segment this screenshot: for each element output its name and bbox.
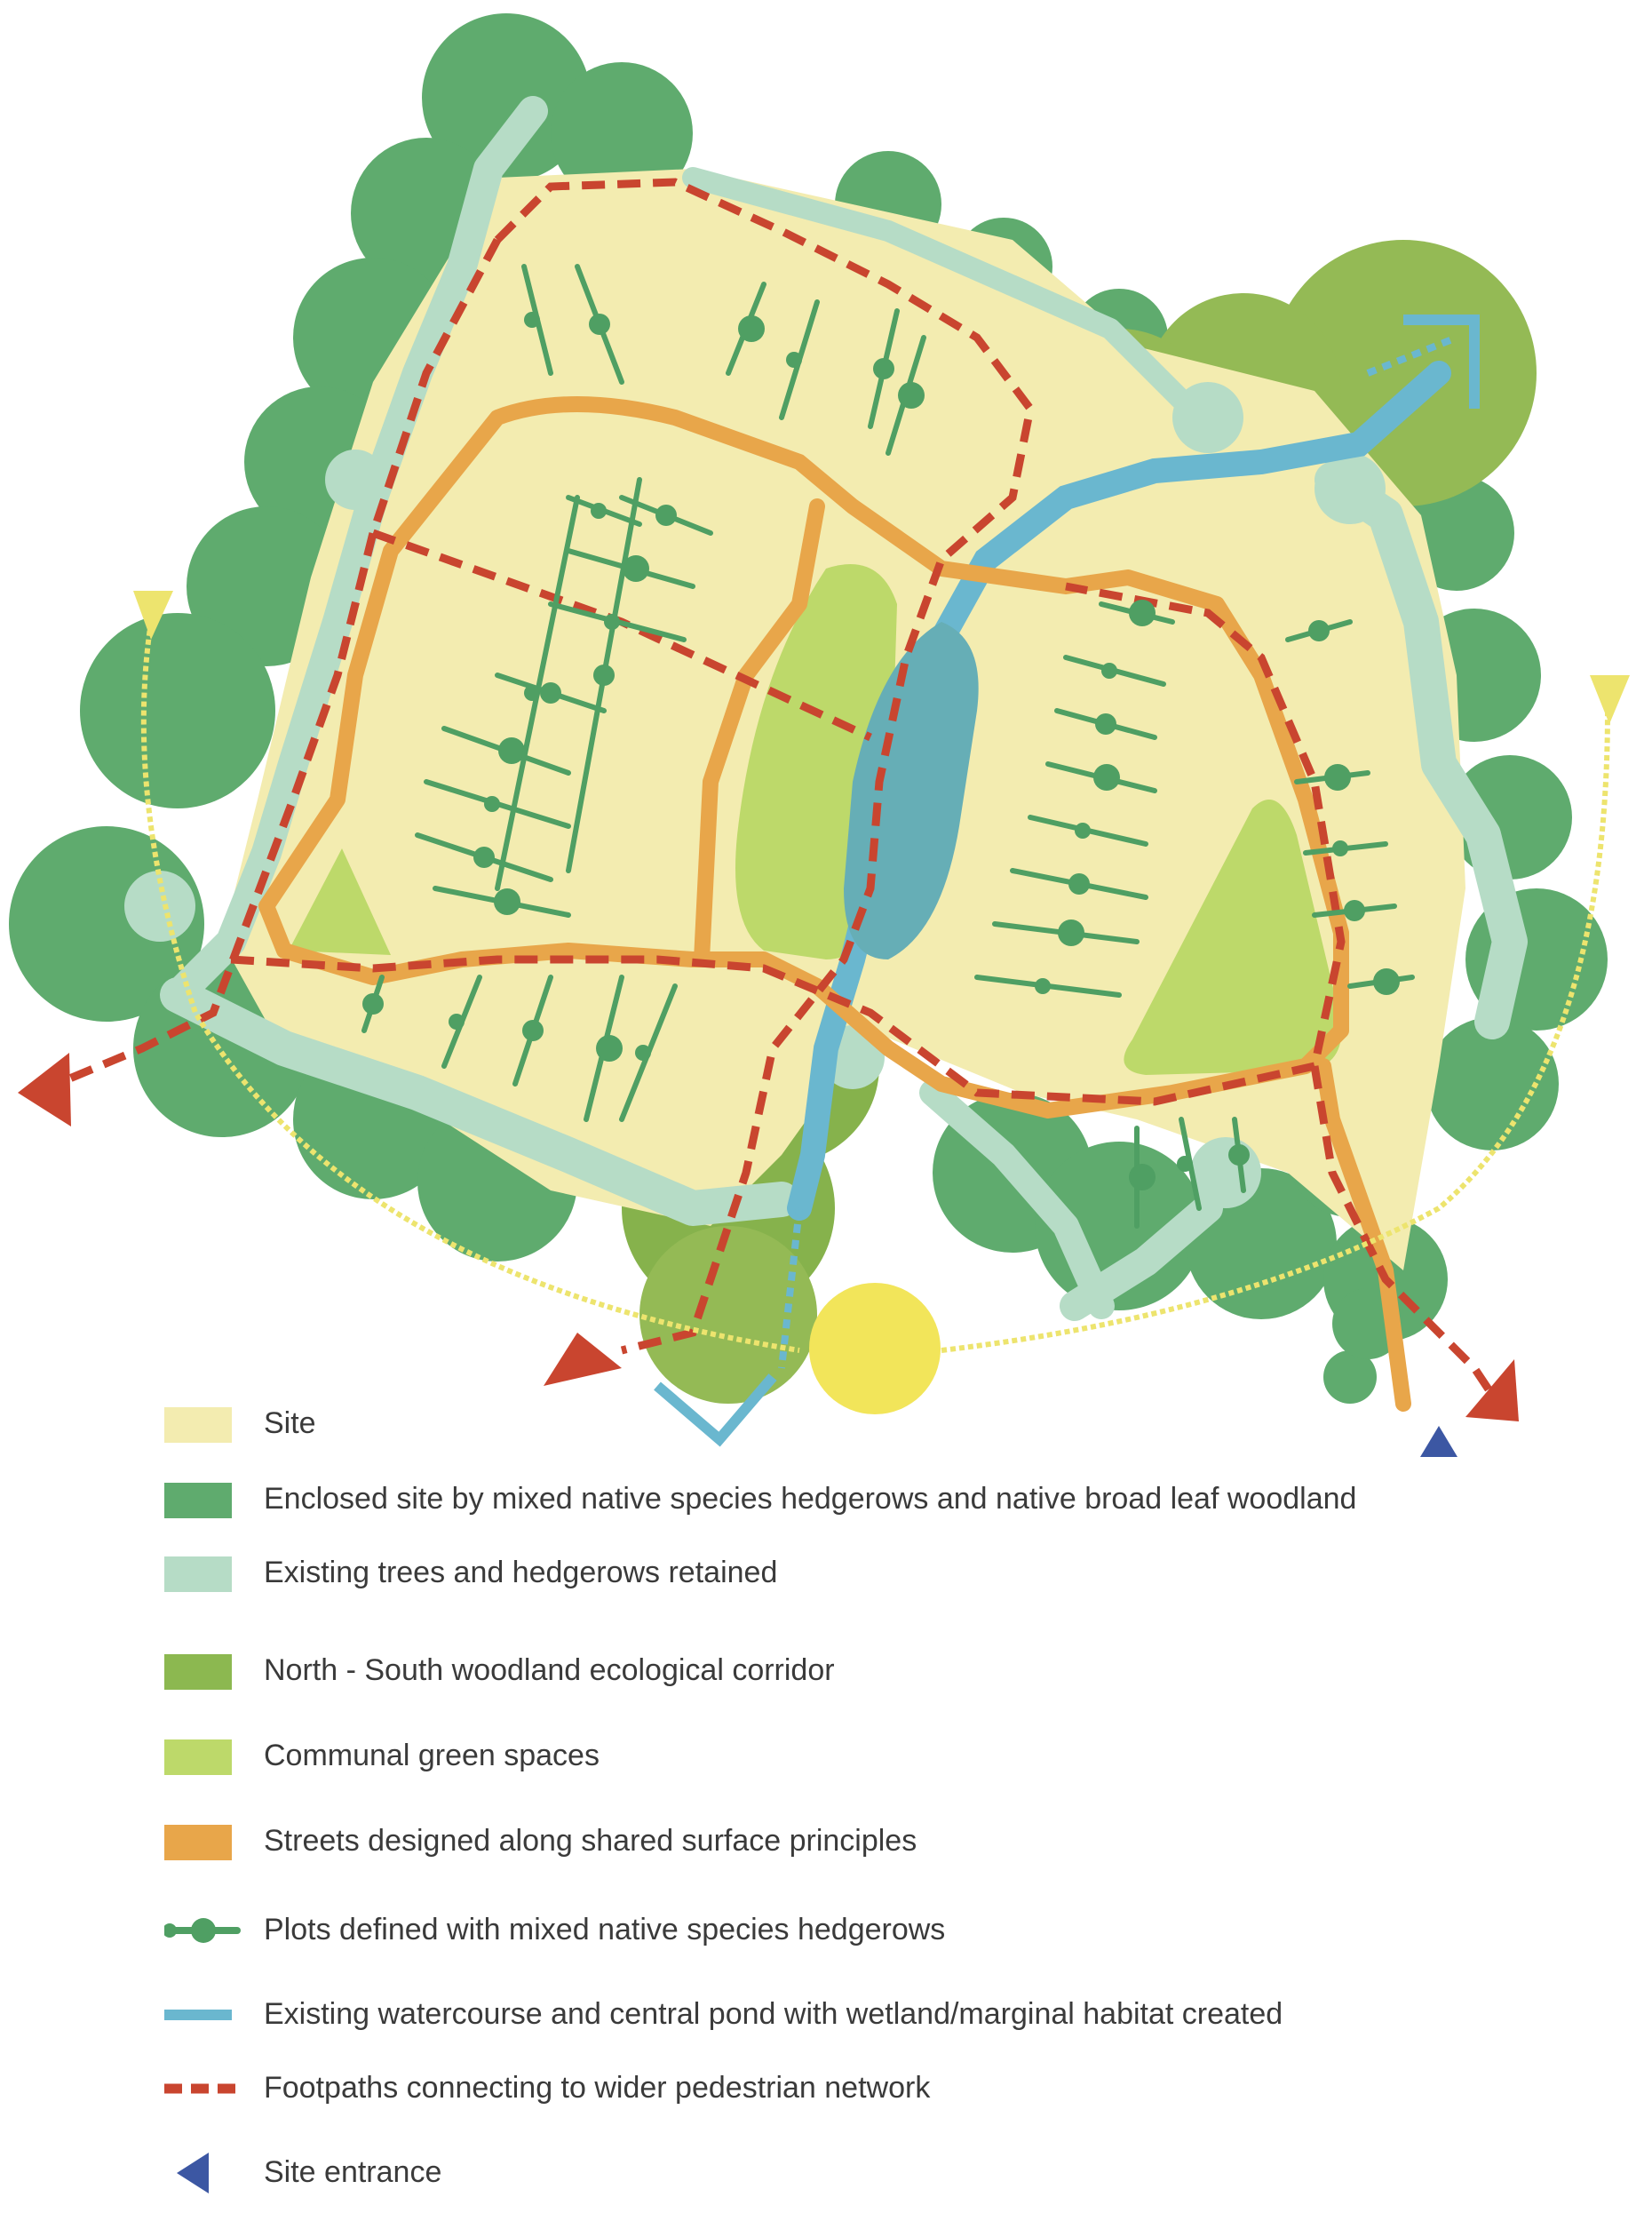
legend-swatch-street [164,1825,232,1860]
watercourse [654,314,1480,1447]
legend-swatch-enclosed-woodland [164,1483,232,1518]
legend-item-entrance: Site entrance [164,2145,1585,2199]
plot-hedge-tree [524,312,540,328]
plot-hedge-tree [1373,968,1400,995]
legend-swatch-water [164,2010,232,2020]
legend-item-street: Streets designed along shared surface pr… [164,1814,1585,1867]
legend-label: North - South woodland ecological corrid… [264,1653,835,1687]
legend-swatch-eco-corridor [164,1654,232,1690]
plot-hedge-tree [1324,764,1351,791]
plot-hedge-tree [1228,1144,1250,1166]
plot-hedge-tree [524,685,540,701]
plot-hedge-tree [898,382,925,409]
plot-hedge-tree [1035,978,1051,994]
legend-swatch-existing-trees [164,1556,232,1592]
legend-item-site: Site [164,1397,1585,1450]
plot-hedge-tree [484,796,500,812]
plot-hedge-tree [1101,663,1117,679]
legend-swatch-green-space [164,1739,232,1775]
plot-hedge-tree [522,1020,544,1041]
legend-label: Streets designed along shared surface pr… [264,1824,917,1858]
plot-hedge-tree [362,993,384,1015]
plot-hedge-tree [1177,1156,1193,1172]
plot-hedge-tree [498,737,525,764]
legend-item-existing-trees: Existing trees and hedgerows retained [164,1546,1585,1599]
legend-item-footpath: Footpaths connecting to wider pedestrian… [164,2061,1585,2114]
plot-hedge-tree [1058,919,1084,946]
legend-swatch-footpath [164,2083,237,2094]
plot-hedge-tree [473,847,495,868]
plot-hedge-tree [623,555,649,582]
plot-hedge-tree [1332,840,1348,856]
focal-point [809,1283,941,1414]
legend-label: Site [264,1406,316,1440]
plot-hedge-tree [1129,600,1156,626]
plot-hedge-tree [786,352,802,368]
legend-item-water: Existing watercourse and central pond wi… [164,1987,1585,2041]
footpath-arrow-southeast [1465,1359,1519,1421]
legend-swatch-entrance [177,2153,209,2193]
legend-item-plot-hedge: Plots defined with mixed native species … [164,1903,1585,1956]
masterplan-map [9,13,1630,1457]
plot-hedge-tree [589,314,610,335]
plot-hedge-tree [1344,900,1365,921]
legend-swatch-plot-hedge [164,1918,241,1943]
plot-hedge-tree [540,682,561,704]
legend-label: Existing trees and hedgerows retained [264,1556,778,1589]
plot-hedge-tree [596,1035,623,1062]
plot-hedge-tree [1129,1164,1156,1190]
plot-hedge-tree [635,1045,651,1061]
existing-hedgerows [124,96,1528,1321]
plot-hedge-tree [1068,873,1090,895]
legend-item-eco-corridor: North - South woodland ecological corrid… [164,1644,1585,1697]
plot-hedgerows [361,264,1415,1229]
legend-label: Plots defined with mixed native species … [264,1913,946,1946]
plot-hedge-tree [1095,713,1116,735]
view-arrows [140,621,1610,1353]
footpath-arrow-west [18,1053,71,1126]
plot-hedge-tree [873,358,894,379]
legend-label: Footpaths connecting to wider pedestrian… [264,2071,931,2105]
footpath-arrow-south [544,1333,622,1386]
legend-label: Existing watercourse and central pond wi… [264,1997,1283,2031]
footpath-arrows [18,1053,1519,1421]
site-entrance-marker [1420,1426,1457,1457]
plot-hedge-tree [1075,823,1091,839]
view-arrowheads [133,591,1630,724]
legend-item-green-space: Communal green spaces [164,1729,1585,1782]
legend-swatch-site [164,1407,232,1443]
legend-label: Site entrance [264,2155,442,2189]
plot-hedge-tree [593,665,615,686]
legend-label: Communal green spaces [264,1739,600,1772]
plot-hedge-tree [738,315,765,342]
plot-hedge-tree [1093,764,1120,791]
plot-hedge-tree [591,503,607,519]
legend-item-enclosed-woodland: Enclosed site by mixed native species he… [164,1472,1585,1525]
plot-hedge-tree [655,505,677,526]
plot-hedge-tree [449,1014,465,1030]
plot-hedge-tree [1308,620,1330,641]
legend-label: Enclosed site by mixed native species he… [264,1482,1357,1516]
central-pond [844,622,979,959]
plot-hedge-tree [494,888,520,915]
